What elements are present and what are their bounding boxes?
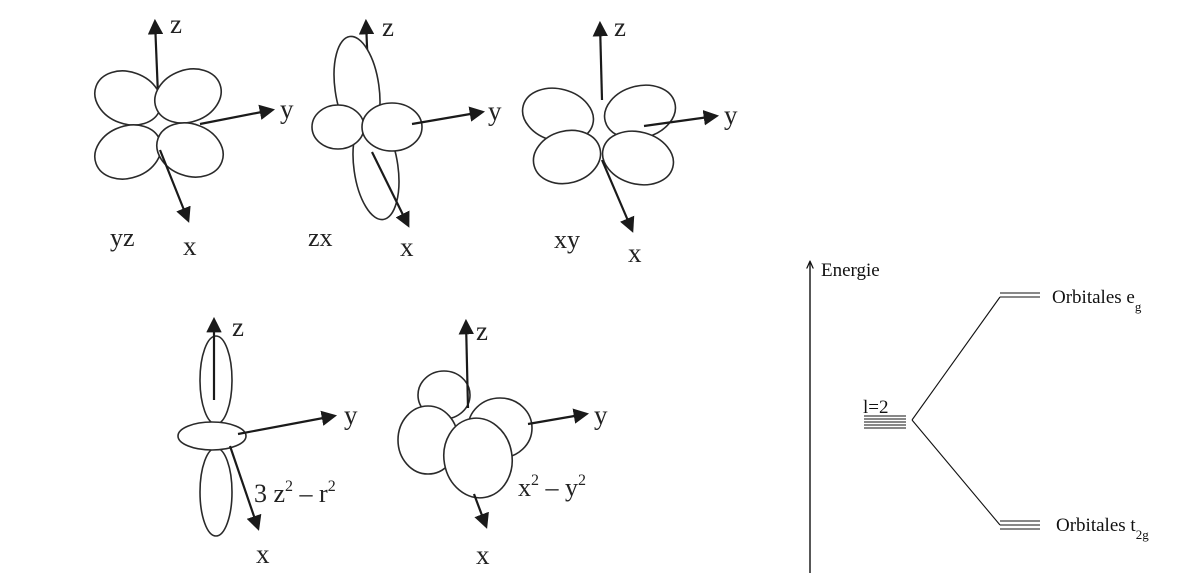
- x-label: x: [400, 232, 414, 262]
- z-label: z: [476, 316, 488, 346]
- z-axis: [155, 22, 158, 95]
- energy-axis-label: Energie: [821, 260, 880, 281]
- y-axis: [412, 112, 482, 124]
- orbital-lobe: [200, 336, 232, 424]
- orbital-lobe: [87, 116, 169, 188]
- z-label: z: [232, 312, 244, 342]
- orbital-zx: z y x zx: [308, 12, 502, 262]
- y-label: y: [280, 94, 294, 124]
- orbital-name: yz: [110, 223, 135, 252]
- eg-label: Orbitales eg: [1052, 287, 1142, 314]
- x-label: x: [256, 539, 270, 569]
- energy-diagram: Energie l=2 Orbitales eg Orbitales t2g: [810, 260, 1149, 573]
- eg-level-lines: [1000, 293, 1040, 297]
- y-label: y: [488, 96, 502, 126]
- t2g-label: Orbitales t2g: [1056, 515, 1149, 542]
- orbital-lobe: [362, 103, 422, 151]
- x-axis: [474, 494, 486, 526]
- orbital-x2-y2: z y x x2 – y2: [398, 316, 608, 570]
- degenerate-level-label: l=2: [863, 397, 889, 418]
- orbital-z2: z y x 3 z2 – r2: [178, 312, 358, 569]
- z-label: z: [614, 12, 626, 42]
- orbital-name: xy: [554, 225, 580, 254]
- x-label: x: [628, 238, 642, 268]
- orbital-lobe: [596, 124, 679, 193]
- y-axis: [238, 416, 334, 434]
- orbital-name: 3 z2 – r2: [254, 478, 336, 508]
- orbital-lobe: [149, 114, 231, 186]
- y-label: y: [344, 400, 358, 430]
- y-axis: [528, 414, 586, 424]
- x-label: x: [476, 540, 490, 570]
- z-label: z: [170, 9, 182, 39]
- orbital-ring: [178, 422, 246, 450]
- split-line-eg: [912, 297, 1000, 420]
- orbital-name: x2 – y2: [518, 472, 586, 502]
- orbital-lobe: [312, 105, 364, 149]
- orbital-name: zx: [308, 223, 333, 252]
- orbital-lobe: [200, 448, 232, 536]
- t2g-level-lines: [1000, 521, 1040, 529]
- z-axis: [600, 24, 602, 100]
- split-line-t2g: [912, 420, 1000, 525]
- y-label: y: [724, 100, 738, 130]
- x-label: x: [183, 231, 197, 261]
- z-label: z: [382, 12, 394, 42]
- y-label: y: [594, 400, 608, 430]
- orbital-yz: z y x yz: [87, 9, 294, 261]
- orbital-xy: z y x xy: [516, 12, 738, 268]
